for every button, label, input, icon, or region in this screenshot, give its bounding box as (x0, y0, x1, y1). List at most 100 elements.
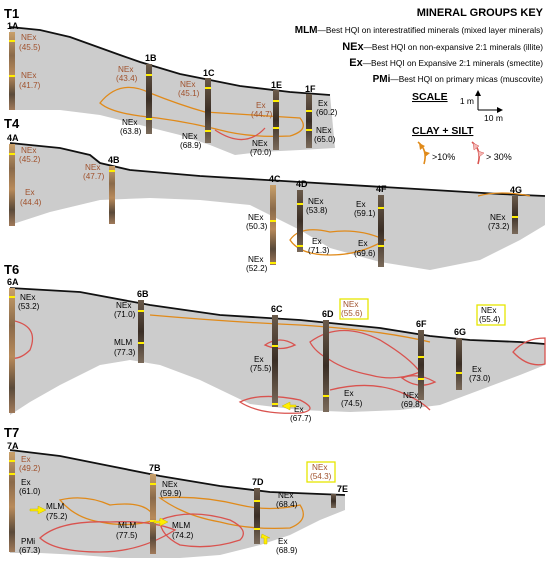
well-7d: 7D (252, 477, 264, 544)
label-1c-upper: NEx (180, 80, 195, 89)
label-6d-upper: NEx (343, 300, 358, 309)
well-label-1b: 1B (145, 53, 157, 63)
well-label-6b: 6B (137, 289, 149, 299)
well-label-4a: 4A (7, 133, 19, 143)
well-6a: 6A (7, 277, 19, 413)
t6-labels: NEx (53.2) NEx (71.0) MLM (77.3) Ex (75.… (18, 293, 501, 423)
well-4a: 4A (7, 133, 19, 226)
label-1a-upper: NEx (21, 33, 36, 42)
label-6f-lower: NEx (403, 391, 418, 400)
key-entry-pmi: PMi—Best HQI on primary micas (muscovite… (373, 74, 544, 85)
scale-title: SCALE (412, 91, 448, 103)
label-7b-2: MLM (118, 521, 136, 530)
well-label-7b: 7B (149, 463, 161, 473)
label-4a-lower: Ex (25, 188, 35, 197)
well-label-6g: 6G (454, 327, 466, 337)
well-1c: 1C (203, 68, 215, 143)
well-label-1f: 1F (305, 84, 316, 94)
well-6c: 6C (271, 304, 283, 407)
value-1c-upper: (45.1) (178, 89, 200, 98)
clay-low-label: >10% (432, 152, 455, 162)
well-label-6c: 6C (271, 304, 283, 314)
well-6g: 6G (454, 327, 466, 390)
scale-key: SCALE 1 m 10 m (412, 90, 503, 123)
value-6c-lower: (67.7) (290, 414, 312, 423)
label-4g-upper: NEx (490, 213, 505, 222)
well-label-6d: 6D (322, 309, 334, 319)
value-4a-lower: (44.4) (20, 198, 42, 207)
clay-silt-title: CLAY + SILT (412, 125, 474, 137)
value-7b-1: (59.9) (160, 489, 182, 498)
well-label-6f: 6F (416, 319, 427, 329)
well-label-1a: 1A (7, 21, 19, 31)
label-1b-lower: NEx (122, 118, 137, 127)
value-4b-upper: (47.7) (83, 172, 105, 181)
well-4b: 4B (108, 155, 120, 224)
value-1a-lower: (41.7) (19, 81, 41, 90)
label-1f-upper: Ex (318, 99, 328, 108)
value-4g-upper: (73.2) (488, 222, 510, 231)
well-label-7d: 7D (252, 477, 264, 487)
label-6b-upper: NEx (116, 301, 131, 310)
label-7a-4: PMi (21, 537, 35, 546)
well-4g: 4G (510, 185, 522, 234)
well-1e: 1E (271, 80, 282, 150)
label-4d-lower: Ex (312, 237, 322, 246)
label-4b-upper: NEx (85, 163, 100, 172)
t4-labels: NEx (45.2) Ex (44.4) NEx (47.7) (19, 146, 105, 207)
value-4f-upper: (59.1) (354, 209, 376, 218)
well-1b: 1B (145, 53, 157, 134)
transect-t1-title: T1 (4, 6, 19, 21)
well-4c: 4C (269, 174, 281, 265)
label-7a-1: Ex (21, 455, 31, 464)
t1-labels-dark: NEx (63.8) NEx (68.9) NEx (70.0) Ex (60.… (120, 99, 338, 157)
well-4f: 4F (376, 184, 387, 267)
t7-labels: Ex (49.2) Ex (61.0) MLM (75.2) PMi (67.3… (19, 455, 332, 555)
value-1e-upper: (44.7) (251, 110, 273, 119)
scale-horizontal: 10 m (484, 113, 503, 123)
well-label-7a: 7A (7, 441, 19, 451)
value-1e-lower: (70.0) (250, 148, 272, 157)
well-label-7e: 7E (337, 484, 348, 494)
label-6g-lower: Ex (472, 365, 482, 374)
label-7d-3: Ex (278, 537, 288, 546)
key-title: MINERAL GROUPS KEY (417, 7, 544, 19)
label-7d-2: NEx (278, 491, 293, 500)
value-7a-1: (49.2) (19, 464, 41, 473)
label-6c-upper: Ex (254, 355, 264, 364)
value-7b-2: (77.5) (116, 531, 138, 540)
value-1b-upper: (43.4) (116, 74, 138, 83)
label-4c-upper: NEx (248, 213, 263, 222)
well-1a: 1A (7, 21, 19, 110)
well-1f: 1F (305, 84, 316, 148)
transect-t1: T1 (4, 6, 335, 155)
label-7a-3: MLM (46, 502, 64, 511)
value-7a-2: (61.0) (19, 487, 41, 496)
label-4c-lower: NEx (248, 255, 263, 264)
value-6g-lower: (73.0) (469, 374, 491, 383)
value-4c-lower: (52.2) (246, 264, 268, 273)
value-6d-lower: (74.5) (341, 399, 363, 408)
value-1c-lower: (68.9) (180, 141, 202, 150)
value-1f-lower: (65.0) (314, 135, 336, 144)
value-1b-lower: (63.8) (120, 127, 142, 136)
label-1e-upper: Ex (256, 101, 266, 110)
value-6a-upper: (53.2) (18, 302, 40, 311)
value-6b-lower: (77.3) (114, 348, 136, 357)
value-7d-3: (68.9) (276, 546, 298, 555)
well-label-4f: 4F (376, 184, 387, 194)
t4-labels-dark: NEx (50.3) NEx (52.2) NEx (53.8) Ex (71.… (246, 197, 510, 273)
well-7e: 7E (331, 484, 348, 508)
label-1e-lower: NEx (252, 139, 267, 148)
scale-vertical: 1 m (460, 96, 474, 106)
well-label-1e: 1E (271, 80, 282, 90)
value-7d-2: (68.4) (276, 500, 298, 509)
highlight-box-6g (476, 304, 506, 326)
well-6b: 6B (137, 289, 149, 363)
value-4c-upper: (50.3) (246, 222, 268, 231)
clay-silt-key: CLAY + SILT >10% > 30% (412, 125, 512, 165)
label-6g-upper: NEx (481, 306, 496, 315)
well-label-4g: 4G (510, 185, 522, 195)
value-7d-1: (54.3) (310, 472, 332, 481)
transect-t4: T4 (4, 116, 546, 270)
